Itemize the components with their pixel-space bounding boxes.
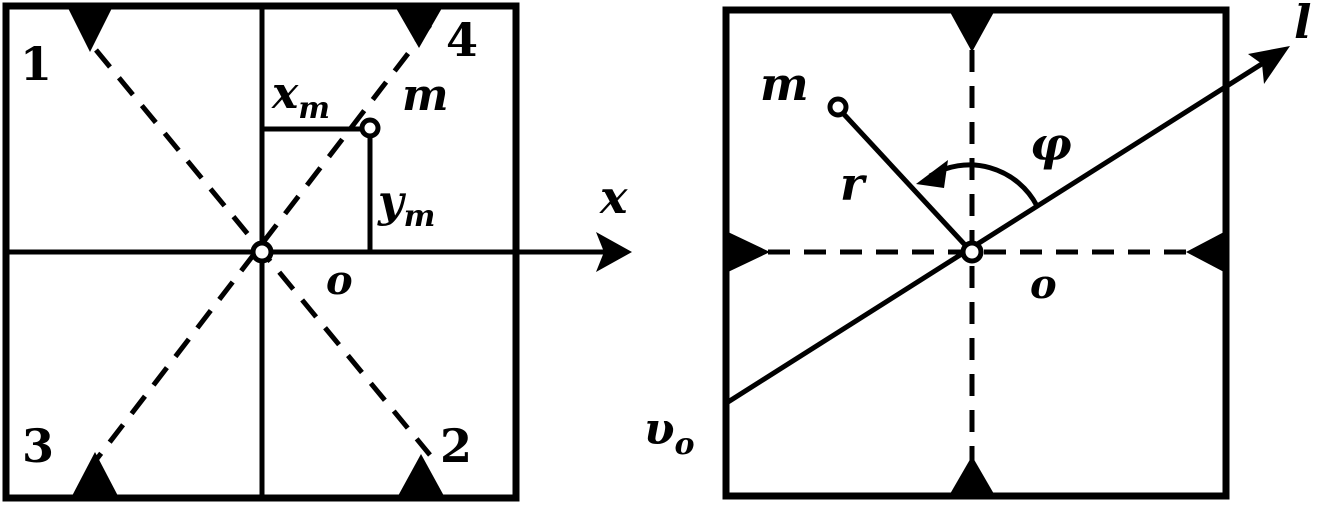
marker-top <box>950 12 994 52</box>
left-panel: 1 4 3 2 xm m ym x o <box>2 2 632 502</box>
x-axis-label: x <box>599 170 628 224</box>
radius-label: r <box>840 157 868 211</box>
angle-arrowhead <box>916 160 948 188</box>
x-axis-arrowhead <box>596 232 632 272</box>
origin-point <box>250 240 274 264</box>
right-panel: m r φ l o υo <box>644 0 1311 500</box>
marker-top-left <box>68 8 112 52</box>
right-point-m <box>827 96 849 118</box>
right-point-m-label: m <box>760 57 809 111</box>
left-origin-label: o <box>326 257 353 304</box>
marker-top-right <box>396 8 442 48</box>
ym-label: ym <box>377 176 435 234</box>
corner-label-1: 1 <box>20 37 52 91</box>
marker-right <box>1186 232 1224 272</box>
line-l-label: l <box>1294 0 1311 49</box>
right-frame <box>722 6 1230 500</box>
line-l <box>726 57 1270 405</box>
left-point-m-label: m <box>402 70 449 121</box>
marker-bottom-left <box>72 452 118 496</box>
v0-label: υo <box>644 404 695 462</box>
line-l-arrowhead <box>1248 46 1290 84</box>
angle-phi-label: φ <box>1030 117 1072 171</box>
marker-left <box>728 232 770 272</box>
corner-label-4: 4 <box>446 13 478 67</box>
marker-bottom-right <box>398 454 444 496</box>
right-origin-label: o <box>1030 261 1057 308</box>
right-origin-point <box>960 240 984 264</box>
point-m <box>359 117 381 139</box>
xm-label: xm <box>271 68 330 126</box>
marker-bottom <box>950 456 994 494</box>
corner-label-3: 3 <box>22 419 54 473</box>
diagonal-4-3 <box>94 23 432 462</box>
radius-line <box>838 108 968 248</box>
corner-label-2: 2 <box>440 419 472 473</box>
